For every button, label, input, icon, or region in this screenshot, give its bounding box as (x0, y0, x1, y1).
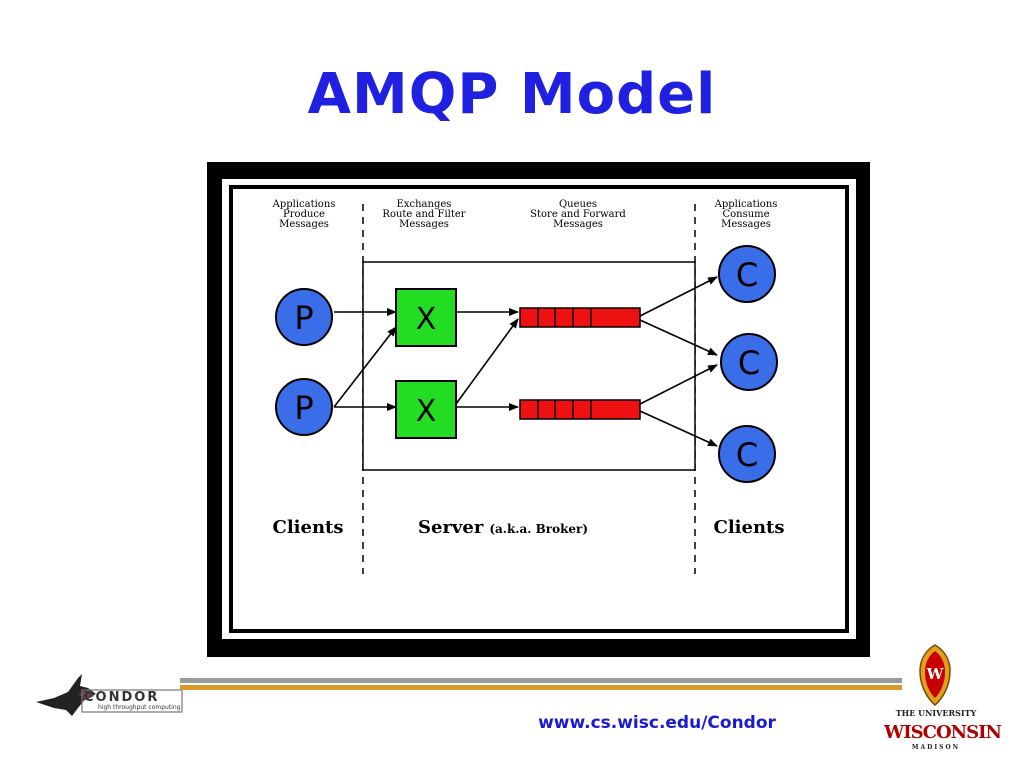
consumers-header-line2: Consume (722, 209, 769, 220)
uw-wordmark-line2: WISCONSIN (884, 722, 1002, 743)
producer-2-circle (275, 378, 333, 436)
producer-1-circle (275, 288, 333, 346)
footer-divider-grey (180, 678, 902, 683)
uw-wordmark-line3: MADISON (911, 744, 961, 751)
exchange-2: X (395, 380, 457, 439)
consumer-2-circle (720, 333, 778, 391)
consumer-1: C (718, 245, 776, 303)
producer-1: P (275, 288, 333, 346)
exchanges-header-line2: Route and Filter (382, 209, 465, 220)
producers-header-line1: Applications (272, 199, 336, 210)
queues-header-line1: Queues (559, 199, 597, 210)
server-label-note: (a.k.a. Broker) (489, 522, 588, 536)
amqp-diagram: Applications Produce Messages Exchanges … (272, 199, 785, 574)
diagram-frame: Applications Produce Messages Exchanges … (207, 162, 870, 657)
clients-right-label: Clients (714, 517, 785, 538)
consumers-header-line1: Applications (714, 199, 778, 210)
queue-1 (519, 307, 641, 328)
uw-crest-icon: W (919, 644, 951, 706)
arrow-q2-c3 (639, 410, 718, 447)
slide-title: AMQP Model (307, 62, 717, 127)
exchange-1-box (395, 288, 457, 347)
clients-left-label: Clients (273, 517, 344, 538)
producers-header-line3: Messages (279, 219, 329, 230)
consumer-2: C (720, 333, 778, 391)
consumer-1-circle (718, 245, 776, 303)
footer-divider-orange (180, 685, 902, 690)
producer-2-label: P (294, 389, 313, 427)
queue-2-body (519, 399, 641, 420)
exchange-1-label: X (416, 302, 437, 337)
diagram-inner: Applications Produce Messages Exchanges … (222, 179, 856, 639)
exchanges-header-line1: Exchanges (397, 199, 452, 210)
consumer-3: C (718, 425, 776, 483)
arrow-p2-x1 (333, 326, 397, 408)
exchange-2-label: X (416, 394, 437, 429)
exchange-1: X (395, 288, 457, 347)
producer-2: P (275, 378, 333, 436)
consumer-2-label: C (738, 344, 760, 382)
server-label: Server (a.k.a. Broker) (418, 517, 588, 538)
server-label-main: Server (418, 517, 484, 538)
svg-text:W: W (926, 665, 945, 683)
exchanges-header-line3: Messages (399, 219, 449, 230)
condor-bird-icon (36, 674, 183, 716)
queue-1-body (519, 307, 641, 328)
consumer-1-label: C (736, 256, 758, 294)
uw-wordmark-line1: THE UNIVERSITY (895, 708, 977, 718)
arrow-q1-c2 (639, 319, 718, 356)
producers-header-line2: Produce (283, 209, 325, 220)
footer-url-link[interactable]: www.cs.wisc.edu/Condor (538, 713, 776, 733)
producer-1-label: P (294, 299, 313, 337)
consumer-3-label: C (736, 436, 758, 474)
routing-arrows (333, 276, 718, 447)
condor-logo-text: CONDOR (84, 690, 160, 705)
queues-header-line3: Messages (553, 219, 603, 230)
consumer-3-circle (718, 425, 776, 483)
queues-header-line2: Store and Forward (530, 209, 626, 220)
queue-2 (519, 399, 641, 420)
arrow-q1-c1 (639, 276, 718, 317)
exchange-2-box (395, 380, 457, 439)
arrow-q2-c2 (639, 364, 718, 405)
arrow-x2-q1 (455, 318, 519, 405)
consumers-header-line3: Messages (721, 219, 771, 230)
condor-tagline: high throughput computing (98, 704, 181, 711)
